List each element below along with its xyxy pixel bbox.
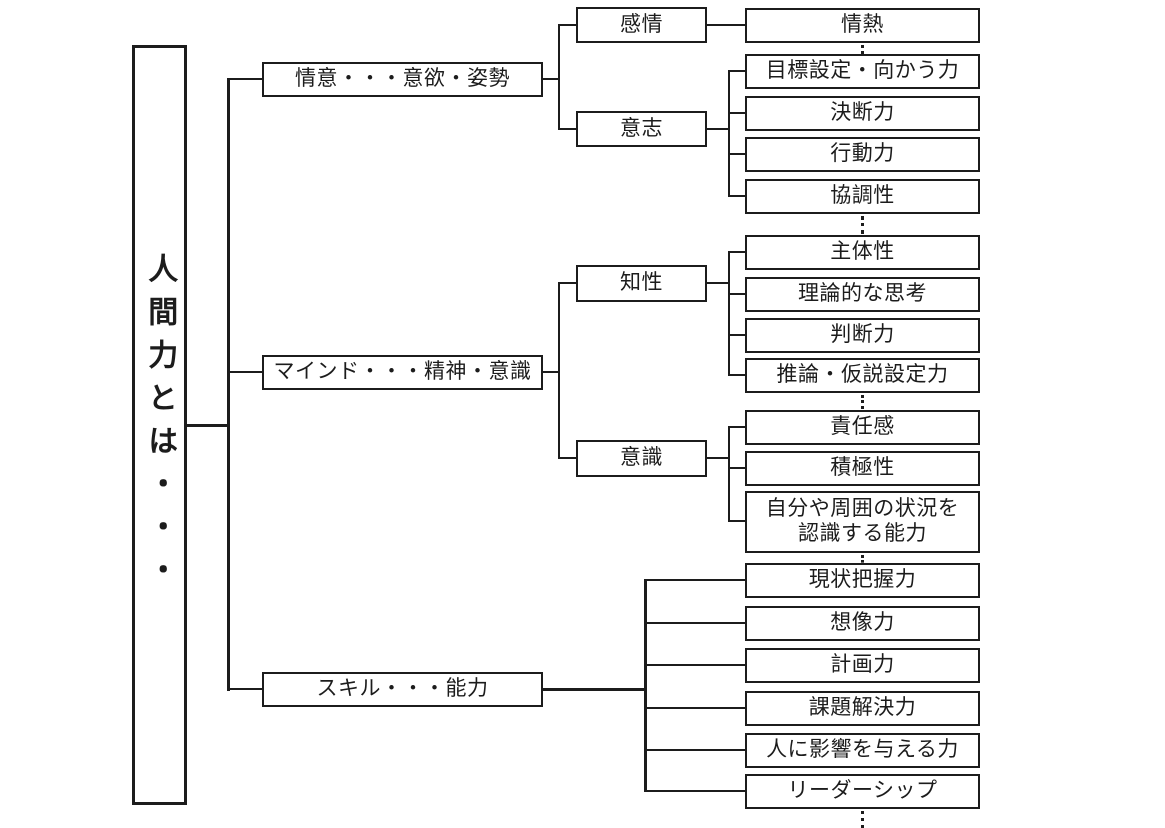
leaf-label: 現状把握力 xyxy=(808,568,917,592)
branch-mind-label: マインド・・・精神・意識 xyxy=(273,360,532,384)
connector-line xyxy=(707,24,745,26)
connector-line xyxy=(728,520,745,522)
leaf-label: 決断力 xyxy=(830,101,895,125)
leaf-label: 協調性 xyxy=(830,184,895,208)
connector-line xyxy=(644,622,745,624)
leaf-box: 理論的な思考 xyxy=(745,277,980,312)
connector-line xyxy=(728,293,745,295)
connector-line xyxy=(558,128,576,130)
node-will-label: 意志 xyxy=(620,116,663,140)
leaf-label: 責任感 xyxy=(830,415,895,439)
root-connector-line xyxy=(187,424,227,427)
node-consciousness-box: 意識 xyxy=(576,440,707,477)
connector-line xyxy=(728,467,745,469)
connector-line xyxy=(728,374,745,376)
leaf-label: 理論的な思考 xyxy=(798,282,927,306)
connector-line xyxy=(728,251,745,253)
node-intellect-box: 知性 xyxy=(576,265,707,302)
leaf-box: 目標設定・向かう力 xyxy=(745,54,980,89)
branch-skill-label: スキル・・・能力 xyxy=(316,677,489,701)
branch-mind-box: マインド・・・精神・意識 xyxy=(262,355,543,390)
dotted-continuation-line xyxy=(861,216,864,234)
leaf-box: 協調性 xyxy=(745,179,980,214)
leaf-label: 情熱 xyxy=(841,13,884,37)
connector-line xyxy=(644,579,745,581)
leaf-box: 計画力 xyxy=(745,648,980,683)
leaf-box: 自分や周囲の状況を 認識する能力 xyxy=(745,491,980,553)
leaf-box: 行動力 xyxy=(745,137,980,172)
leaf-label: 目標設定・向かう力 xyxy=(765,59,960,83)
connector-line xyxy=(644,579,647,792)
leaf-box: 現状把握力 xyxy=(745,563,980,598)
connector-line xyxy=(558,282,576,284)
node-emotion-label: 感情 xyxy=(620,12,663,36)
trunk-stub-line xyxy=(227,688,262,690)
connector-line xyxy=(644,790,745,792)
node-will-box: 意志 xyxy=(576,111,707,147)
leaf-label: 行動力 xyxy=(830,142,895,166)
trunk-stub-line xyxy=(227,78,262,80)
leaf-label: 積極性 xyxy=(830,456,895,480)
leaf-box: 主体性 xyxy=(745,235,980,270)
leaf-box: 推論・仮説設定力 xyxy=(745,358,980,393)
connector-line xyxy=(728,70,730,197)
leaf-label: 自分や周囲の状況を 認識する能力 xyxy=(765,497,960,545)
connector-line xyxy=(543,78,560,80)
leaf-box: 情熱 xyxy=(745,8,980,43)
connector-line xyxy=(728,334,745,336)
connector-line xyxy=(543,688,646,691)
leaf-label: 想像力 xyxy=(830,611,895,635)
branch-affect-label: 情意・・・意欲・姿勢 xyxy=(295,67,510,91)
connector-line xyxy=(728,426,730,522)
connector-line xyxy=(728,153,745,155)
connector-line xyxy=(728,426,745,428)
connector-line xyxy=(558,24,560,130)
dotted-continuation-line xyxy=(861,811,864,828)
connector-line xyxy=(558,457,576,459)
leaf-label: 判断力 xyxy=(830,323,895,347)
connector-line xyxy=(707,282,730,284)
connector-line xyxy=(707,457,730,459)
leaf-label: 計画力 xyxy=(830,653,895,677)
branch-affect-box: 情意・・・意欲・姿勢 xyxy=(262,62,543,97)
leaf-label: リーダーシップ xyxy=(787,779,938,803)
connector-line xyxy=(728,195,745,197)
dotted-continuation-line xyxy=(861,45,864,54)
leaf-box: 積極性 xyxy=(745,451,980,486)
connector-line xyxy=(728,70,745,72)
root-box: 人間力とは・・・ xyxy=(132,45,187,805)
connector-line xyxy=(728,112,745,114)
node-consciousness-label: 意識 xyxy=(620,446,663,470)
connector-line xyxy=(644,749,745,751)
leaf-box: 判断力 xyxy=(745,318,980,353)
connector-line xyxy=(728,251,730,376)
leaf-box: 課題解決力 xyxy=(745,691,980,726)
connector-line xyxy=(707,128,730,130)
trunk-stub-line xyxy=(227,371,262,373)
connector-line xyxy=(644,707,745,709)
leaf-box: 想像力 xyxy=(745,606,980,641)
leaf-box: 人に影響を与える力 xyxy=(745,733,980,768)
leaf-box: 責任感 xyxy=(745,410,980,445)
leaf-label: 人に影響を与える力 xyxy=(766,738,959,762)
leaf-box: リーダーシップ xyxy=(745,774,980,809)
leaf-label: 課題解決力 xyxy=(808,696,917,720)
connector-line xyxy=(558,282,560,459)
root-label: 人間力とは・・・ xyxy=(143,253,177,597)
trunk-line xyxy=(227,78,230,691)
node-emotion-box: 感情 xyxy=(576,7,707,43)
branch-skill-box: スキル・・・能力 xyxy=(262,672,543,707)
leaf-box: 決断力 xyxy=(745,96,980,131)
leaf-label: 主体性 xyxy=(830,240,895,264)
connector-line xyxy=(644,664,745,666)
connector-line xyxy=(558,24,576,26)
dotted-continuation-line xyxy=(861,395,864,409)
node-intellect-label: 知性 xyxy=(620,271,663,295)
leaf-label: 推論・仮説設定力 xyxy=(776,363,949,387)
connector-line xyxy=(543,371,560,373)
dotted-continuation-line xyxy=(861,555,864,563)
